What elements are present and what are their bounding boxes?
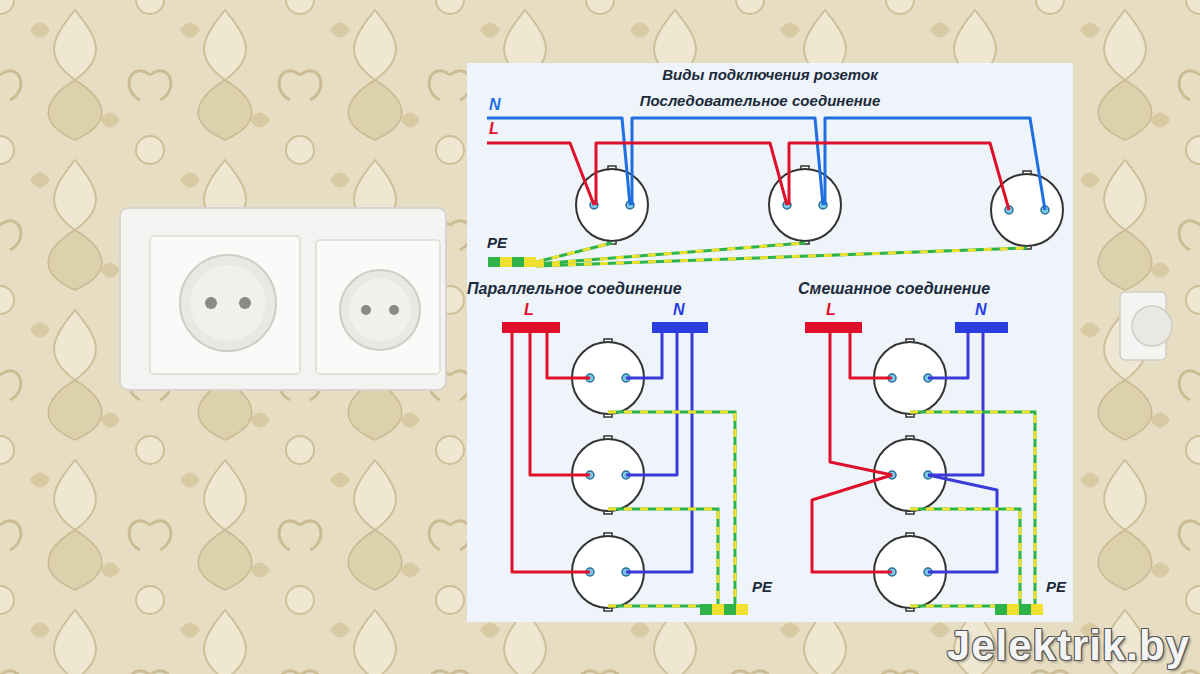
neutral-bus <box>955 322 1008 333</box>
bus-label: L <box>826 301 836 319</box>
parallel-wires <box>512 333 692 572</box>
mixed-wires <box>812 333 997 572</box>
phase-wire <box>487 143 594 205</box>
parallel-pe-wires <box>608 412 735 606</box>
terminal-label: PE <box>487 234 507 251</box>
section-heading: Смешанное соединение <box>798 280 990 298</box>
phase-bus <box>805 322 862 333</box>
socket-symbol <box>576 166 648 244</box>
section-heading: Параллельное соединение <box>467 280 682 298</box>
neutral-wire <box>632 118 823 205</box>
wire-label: N <box>489 96 501 114</box>
wall-socket <box>1120 292 1172 360</box>
pe-terminal <box>488 257 536 267</box>
bus-label: N <box>975 301 987 319</box>
bus-label: L <box>524 301 534 319</box>
diagram-title: Виды подключения розеток <box>662 66 878 83</box>
mixed-pe-wires <box>910 412 1035 606</box>
neutral-wire <box>825 118 1045 210</box>
series-pe-wires <box>536 243 1027 266</box>
series-wires <box>487 118 1045 210</box>
neutral-bus <box>652 322 708 333</box>
pe-terminal <box>700 604 748 615</box>
phase-wire <box>789 143 1009 210</box>
pe-terminal <box>995 604 1043 615</box>
bus-label: N <box>673 301 685 319</box>
phase-bus <box>502 322 560 333</box>
watermark: Jelektrik.by <box>947 622 1190 670</box>
terminal-label: PE <box>1046 578 1066 595</box>
diagram-panel <box>467 63 1073 622</box>
wire-label: L <box>489 120 499 138</box>
double-socket <box>120 208 446 390</box>
neutral-wire <box>487 118 630 205</box>
phase-wire <box>596 143 787 205</box>
section-heading: Последовательное соединение <box>640 92 881 109</box>
terminal-label: PE <box>752 578 772 595</box>
